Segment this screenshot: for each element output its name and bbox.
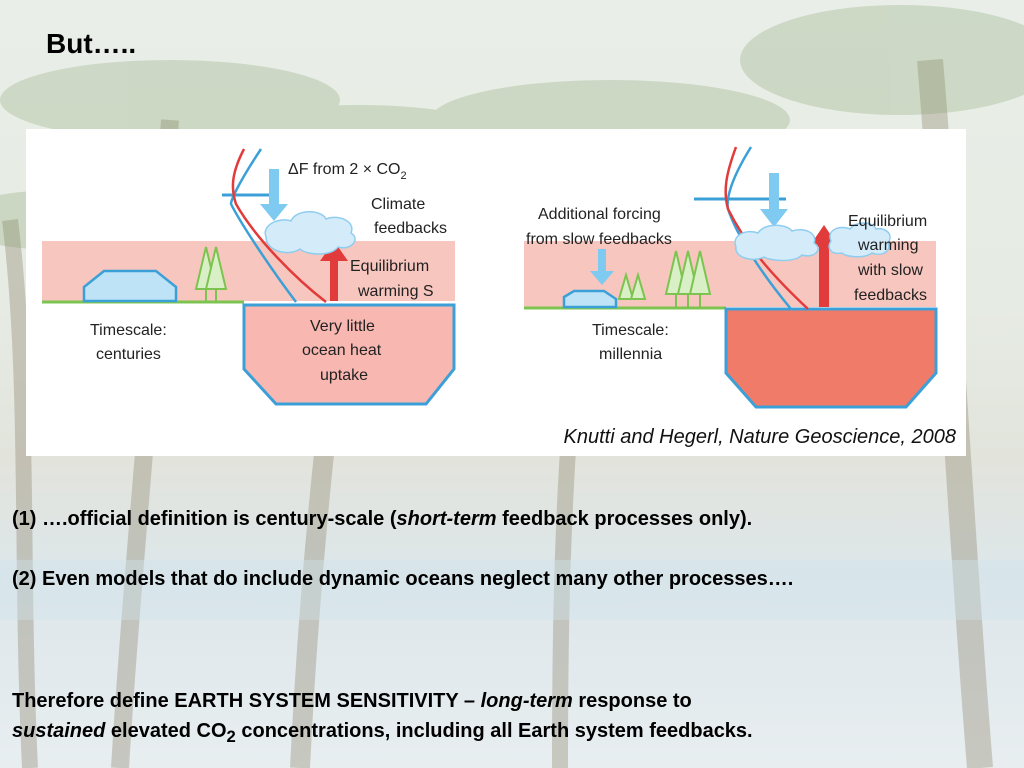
timescale-label-line2: millennia — [599, 346, 662, 363]
cloud-icon — [828, 222, 891, 258]
equilibrium-label-line1: Equilibrium — [350, 258, 429, 275]
ocean-label-line1: Very little — [310, 318, 375, 335]
red-temperature-profile — [724, 146, 809, 310]
additional-forcing-label-line2: from slow feedbacks — [526, 231, 672, 248]
timescale-label-line2: centuries — [96, 346, 161, 363]
climate-feedbacks-label-line1: Climate — [371, 196, 425, 213]
warming-up-arrow-icon — [320, 241, 348, 301]
equilibrium-label-line1: Equilibrium — [848, 213, 927, 230]
red-temperature-profile — [231, 148, 327, 303]
trees-icon — [194, 246, 228, 301]
ocean-label-line3: uptake — [320, 367, 368, 384]
equilibrium-label-line4: feedbacks — [854, 287, 927, 304]
conclusion: Therefore define EARTH SYSTEM SENSITIVIT… — [12, 686, 1012, 752]
climate-feedbacks-label-line2: feedbacks — [374, 220, 447, 237]
ocean-basin-light — [242, 303, 456, 406]
forcing-down-arrow-icon — [760, 173, 788, 227]
cloud-icon — [734, 224, 819, 262]
conclusion-emphasis2: sustained — [12, 720, 106, 742]
cloud-icon — [264, 211, 356, 255]
ocean-label-line2: ocean heat — [302, 342, 382, 359]
ice-sheet — [82, 269, 178, 303]
equilibrium-label-line3: with slow — [857, 262, 923, 279]
right-panel: Additional forcing from slow feedbacks E… — [524, 146, 938, 409]
point-two: (2) Even models that do include dynamic … — [12, 568, 794, 590]
conclusion-subscript: 2 — [226, 727, 236, 746]
climate-sensitivity-figure: ΔF from 2 × CO2 Climate feedbacks Equili… — [26, 129, 966, 456]
blue-temperature-profile — [229, 148, 297, 303]
point-one-emphasis: short-term — [396, 508, 497, 530]
point-one-prefix: (1) ….official definition is century-sca… — [12, 508, 397, 530]
equilibrium-label-line2: warming S — [357, 283, 434, 300]
point-one-suffix: feedback processes only). — [496, 508, 753, 530]
additional-forcing-arrow-icon — [590, 249, 614, 285]
conclusion-part3: elevated CO — [105, 720, 227, 742]
slide-title: But….. — [46, 28, 137, 59]
figure-citation: Knutti and Hegerl, Nature Geoscience, 20… — [563, 426, 956, 448]
conclusion-part2: response to — [572, 690, 692, 712]
forcing-label: ΔF from 2 × CO2 — [288, 161, 407, 182]
point-one: (1) ….official definition is century-sca… — [12, 504, 1012, 534]
ocean-basin-dark — [724, 307, 938, 409]
additional-forcing-label-line1: Additional forcing — [538, 206, 661, 223]
small-ice-sheet — [562, 289, 618, 309]
timescale-label-line1: Timescale: — [592, 322, 669, 339]
equilibrium-label-line2: warming — [857, 237, 918, 254]
trees-icon — [617, 250, 712, 307]
left-panel: ΔF from 2 × CO2 Climate feedbacks Equili… — [42, 148, 456, 406]
conclusion-part4: concentrations, including all Earth syst… — [235, 720, 753, 742]
conclusion-part1: Therefore define EARTH SYSTEM SENSITIVIT… — [12, 690, 481, 712]
conclusion-emphasis1: long-term — [480, 690, 573, 712]
timescale-label-line1: Timescale: — [90, 322, 167, 339]
forcing-down-arrow-icon — [260, 169, 288, 221]
